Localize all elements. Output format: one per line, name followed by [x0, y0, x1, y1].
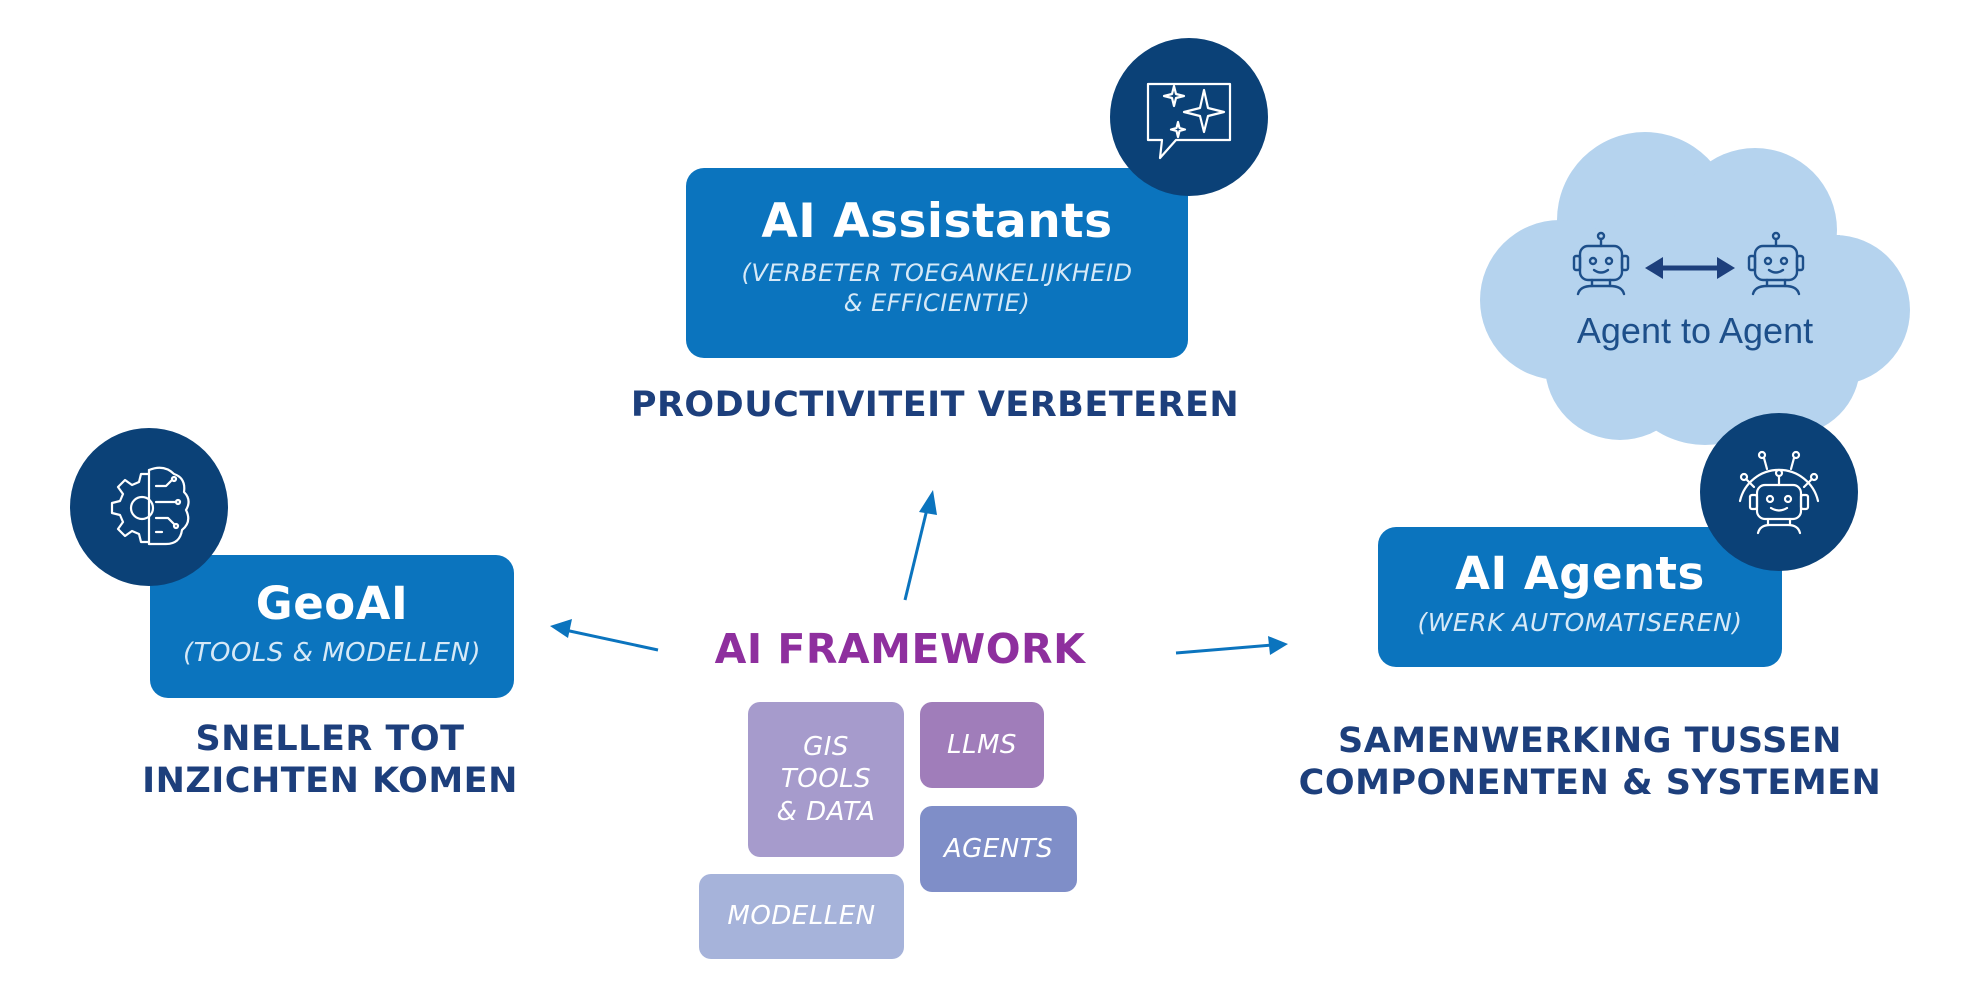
geoai-caption: SNELLER TOT INZICHTEN KOMEN — [100, 718, 560, 802]
tile-modellen: MODELLEN — [699, 874, 904, 959]
ai-agents-icon-circle — [1700, 413, 1858, 571]
geoai-icon-circle — [70, 428, 228, 586]
tile-gis-tools-data: GIS TOOLS & DATA — [748, 702, 904, 857]
agents-caption-line1: SAMENWERKING TUSSEN — [1338, 721, 1842, 761]
double-arrow-icon — [1645, 255, 1735, 281]
ai-assistants-subtitle-line2: & EFFICIENTIE) — [843, 289, 1031, 317]
arrow-to-geoai — [550, 619, 659, 652]
ai-assistants-title: AI Assistants — [761, 194, 1113, 249]
geoai-box: GeoAI (TOOLS & MODELLEN) — [150, 555, 514, 698]
ai-assistants-icon-circle — [1110, 38, 1268, 196]
arrow-to-agents — [1175, 636, 1288, 655]
geoai-title: GeoAI — [255, 577, 409, 630]
ai-assistants-box: AI Assistants (VERBETER TOEGANKELIJKHEID… — [686, 168, 1188, 358]
robot-icon — [1570, 230, 1632, 302]
agents-caption: SAMENWERKING TUSSEN COMPONENTEN & SYSTEM… — [1250, 720, 1930, 804]
ai-agents-title: AI Agents — [1455, 547, 1705, 600]
agents-caption-line2: COMPONENTEN & SYSTEMEN — [1298, 763, 1882, 803]
ai-assistants-subtitle-line1: (VERBETER TOEGANKELIJKHEID — [741, 259, 1133, 287]
geoai-subtitle: (TOOLS & MODELLEN) — [182, 638, 482, 668]
ai-agents-box: AI Agents (WERK AUTOMATISEREN) — [1378, 527, 1782, 667]
robot-icon — [1745, 230, 1807, 302]
gear-brain-icon — [110, 466, 190, 546]
ai-framework-title: AI FRAMEWORK — [714, 625, 1086, 673]
arrow-to-assistants — [903, 490, 937, 601]
ai-agents-subtitle: (WERK AUTOMATISEREN) — [1417, 608, 1743, 637]
cloud-label: Agent to Agent — [1576, 310, 1814, 351]
geoai-caption-line1: SNELLER TOT — [195, 719, 465, 759]
geoai-caption-line2: INZICHTEN KOMEN — [142, 761, 518, 801]
tile-agents: AGENTS — [920, 806, 1077, 892]
chat-sparkle-icon — [1146, 82, 1232, 160]
cloud-shape — [1480, 132, 1910, 445]
agent-to-agent-cloud: Agent to Agent — [1470, 125, 1920, 455]
robot-antenna-icon — [1738, 450, 1820, 535]
tile-llms: LLMS — [920, 702, 1044, 788]
productiviteit-caption: PRODUCTIVITEIT VERBETEREN — [630, 385, 1240, 425]
